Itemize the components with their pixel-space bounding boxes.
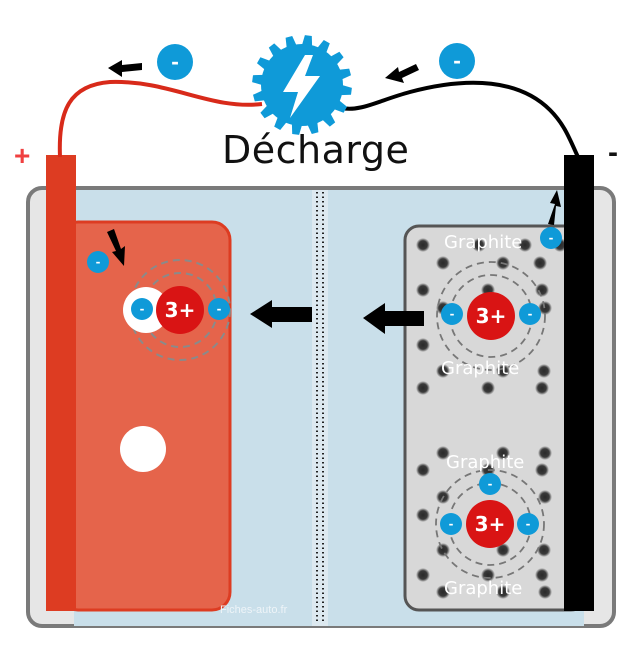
anode bbox=[403, 224, 587, 612]
graphite-atom bbox=[416, 463, 430, 477]
graphite-atom bbox=[535, 463, 549, 477]
graphite-atom bbox=[537, 364, 551, 378]
graphite-atom bbox=[436, 543, 450, 557]
electron: - bbox=[87, 251, 109, 273]
electron-label: - bbox=[549, 231, 554, 245]
diagram-title: Décharge bbox=[222, 128, 410, 172]
arrow-left-icon bbox=[108, 60, 142, 77]
electron: - bbox=[540, 227, 562, 249]
electron: - bbox=[479, 473, 501, 495]
cathode-collector bbox=[46, 155, 76, 611]
graphite-atom bbox=[436, 585, 450, 599]
separator bbox=[312, 190, 328, 626]
electron-label: - bbox=[453, 50, 461, 72]
graphite-atom bbox=[496, 543, 510, 557]
graphite-label: Graphite bbox=[441, 358, 520, 379]
graphite-atom bbox=[535, 381, 549, 395]
graphite-atom bbox=[538, 446, 552, 460]
electron-label: - bbox=[96, 255, 101, 269]
graphite-atom bbox=[538, 490, 552, 504]
arrow-left-icon bbox=[363, 303, 424, 334]
electron-label: - bbox=[450, 307, 455, 321]
arrow-left-icon bbox=[385, 64, 419, 83]
graphite-atom bbox=[496, 364, 510, 378]
wire-positive bbox=[57, 79, 263, 158]
electron-label: - bbox=[449, 517, 454, 531]
graphite-atom bbox=[436, 256, 450, 270]
graphite-atom bbox=[416, 381, 430, 395]
graphite-label: Graphite bbox=[444, 232, 523, 253]
electron: - bbox=[131, 298, 153, 320]
ion-label: 3+ bbox=[475, 512, 506, 536]
electron-label: - bbox=[488, 477, 493, 491]
graphite-atom bbox=[537, 543, 551, 557]
graphite-atom bbox=[436, 364, 450, 378]
electron-label: - bbox=[140, 302, 145, 316]
ion: 3+ bbox=[467, 292, 515, 340]
arrow-down-right-icon bbox=[107, 229, 125, 266]
electron-label: - bbox=[171, 51, 179, 73]
graphite-atom bbox=[481, 381, 495, 395]
graphite-label: Graphite bbox=[444, 578, 523, 599]
electron: - bbox=[441, 303, 463, 325]
graphite-atom bbox=[416, 338, 430, 352]
ion: 3+ bbox=[466, 500, 514, 548]
lightning-icon bbox=[283, 55, 320, 118]
negative-terminal-label: - bbox=[608, 136, 618, 169]
watermark: Fiches-auto.fr bbox=[220, 604, 288, 616]
ion: 3+ bbox=[156, 286, 204, 334]
electron-label: - bbox=[526, 517, 531, 531]
electron-label: - bbox=[528, 307, 533, 321]
graphite-atom bbox=[416, 568, 430, 582]
electron: - bbox=[208, 298, 230, 320]
anode-collector bbox=[564, 155, 594, 611]
graphite-atom bbox=[496, 446, 510, 460]
wire-negative bbox=[341, 80, 580, 158]
graphite-atom bbox=[535, 283, 549, 297]
electron: - bbox=[439, 43, 475, 79]
ion-label: 3+ bbox=[476, 304, 507, 328]
ion-label: 3+ bbox=[165, 298, 196, 322]
electron: - bbox=[519, 303, 541, 325]
graphite-atom bbox=[416, 508, 430, 522]
graphite-atom bbox=[538, 585, 552, 599]
arrow-left-icon bbox=[250, 300, 312, 328]
graphite-atom bbox=[518, 238, 532, 252]
graphite-atom bbox=[416, 238, 430, 252]
electron: - bbox=[157, 44, 193, 80]
graphite-atom bbox=[436, 446, 450, 460]
electron-label: - bbox=[217, 302, 222, 316]
graphite-label: Graphite bbox=[446, 452, 525, 473]
electron-vacancy bbox=[120, 426, 166, 472]
positive-terminal-label: + bbox=[14, 140, 31, 171]
electron: - bbox=[440, 513, 462, 535]
graphite-atom bbox=[472, 238, 486, 252]
graphite-atom bbox=[535, 568, 549, 582]
graphite-atom bbox=[496, 585, 510, 599]
lightning-gear-icon bbox=[252, 35, 352, 135]
graphite-atom bbox=[533, 256, 547, 270]
graphite-atom bbox=[416, 283, 430, 297]
cathode bbox=[58, 220, 232, 612]
electron: - bbox=[517, 513, 539, 535]
arrow-up-icon bbox=[548, 190, 561, 225]
